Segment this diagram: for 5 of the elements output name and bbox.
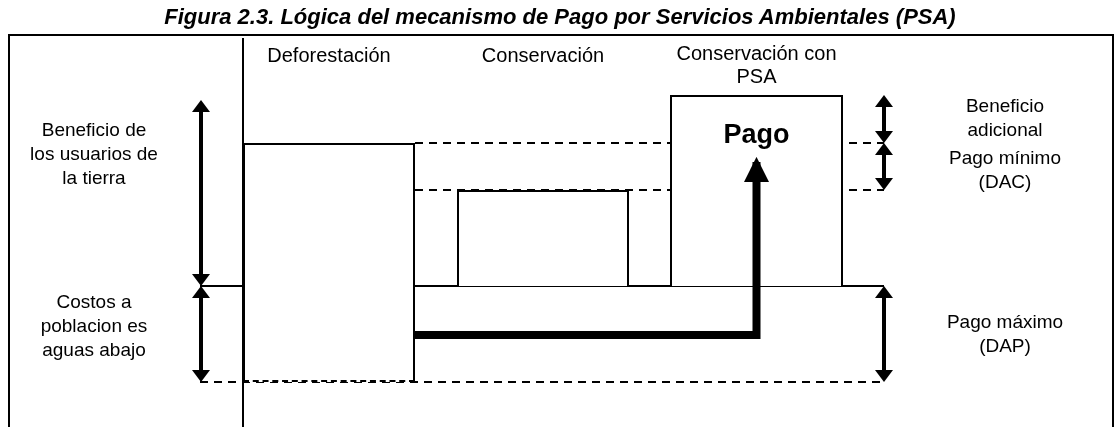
column-heading: Conservación con PSA — [675, 42, 838, 88]
column-heading: Conservación — [480, 44, 606, 67]
figure-title: Figura 2.3. Lógica del mecanismo de Pago por Servicios Ambientales (PSA) — [163, 4, 957, 30]
column-heading: Deforestación — [266, 44, 392, 67]
arrow — [415, 156, 770, 339]
